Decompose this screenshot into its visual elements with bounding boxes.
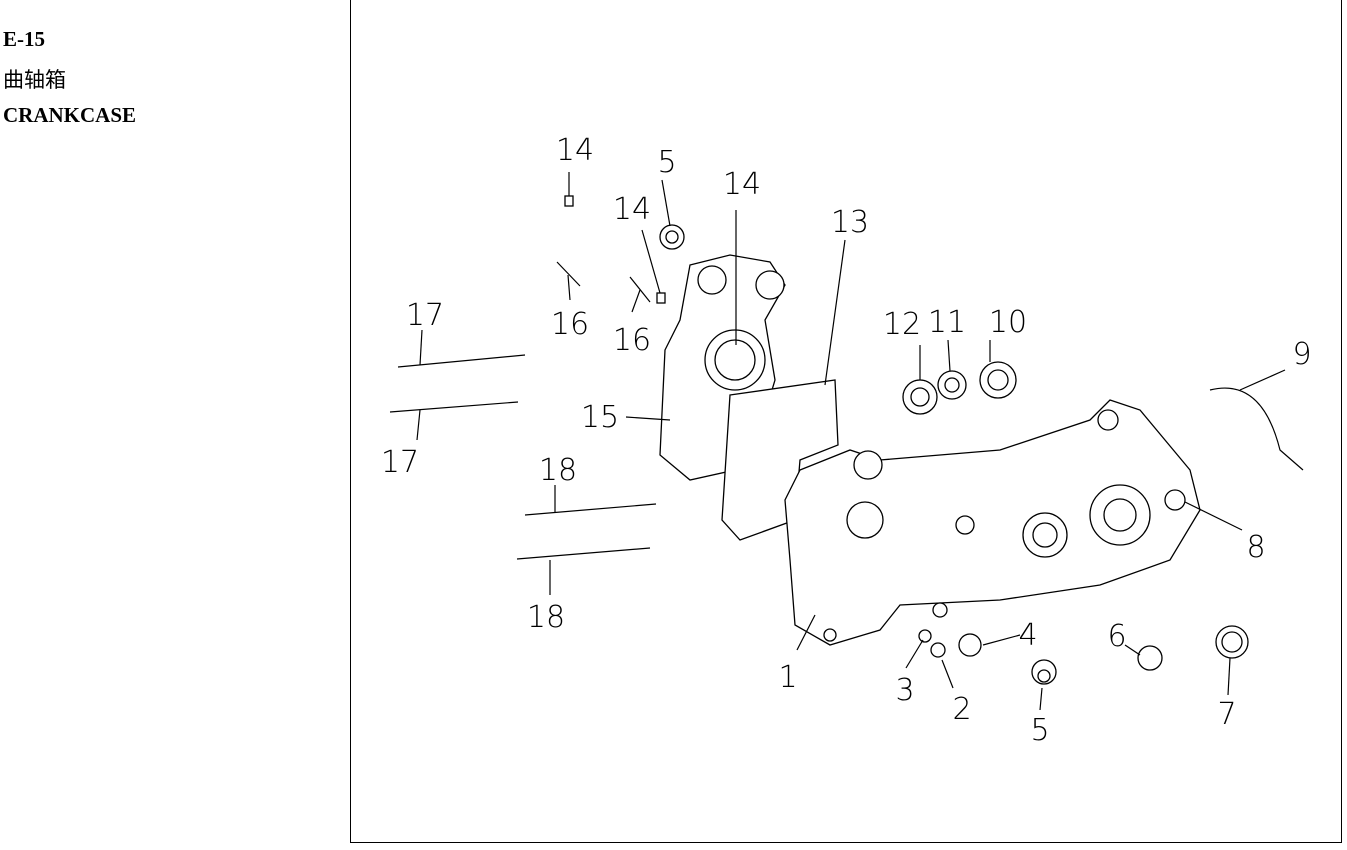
callout-4: 4	[1018, 618, 1037, 653]
callout-16: 16	[551, 307, 589, 342]
leader-lines	[416, 172, 1286, 711]
breather-hose	[1209, 387, 1304, 471]
dowel-14b	[656, 292, 666, 304]
bolt-16a	[556, 261, 581, 287]
diagram-frame	[350, 0, 1342, 843]
dowel-14	[564, 195, 574, 207]
callout-5: 5	[657, 145, 676, 180]
stud-bolts	[389, 354, 657, 560]
callout-18: 18	[527, 600, 565, 635]
bearings-and-seals	[659, 224, 1249, 685]
diagram-code: E-15	[3, 27, 45, 51]
callout-3: 3	[895, 673, 914, 708]
callout-2: 2	[952, 692, 971, 727]
bolt-16b	[629, 276, 651, 303]
diagram-title-english: CRANKCASE	[3, 103, 137, 127]
callout-17: 17	[381, 445, 419, 480]
callout-16: 16	[613, 323, 651, 358]
callout-15: 15	[581, 400, 619, 435]
callout-1: 1	[778, 660, 797, 695]
callout-6: 6	[1107, 619, 1126, 654]
right-crankcase-half	[784, 399, 1201, 646]
callout-18: 18	[539, 453, 577, 488]
diagram-title-chinese: 曲轴箱	[3, 68, 66, 92]
callout-8: 8	[1246, 530, 1265, 565]
callout-12: 12	[883, 307, 921, 342]
callout-9: 9	[1292, 337, 1311, 372]
callout-14: 14	[556, 133, 594, 168]
callout-11: 11	[928, 305, 966, 340]
callout-17: 17	[406, 298, 444, 333]
callout-13: 13	[831, 205, 869, 240]
callout-5: 5	[1030, 713, 1049, 748]
callout-7: 7	[1217, 697, 1236, 732]
callout-14: 14	[613, 192, 651, 227]
callout-14: 14	[723, 167, 761, 202]
callout-10: 10	[989, 305, 1027, 340]
